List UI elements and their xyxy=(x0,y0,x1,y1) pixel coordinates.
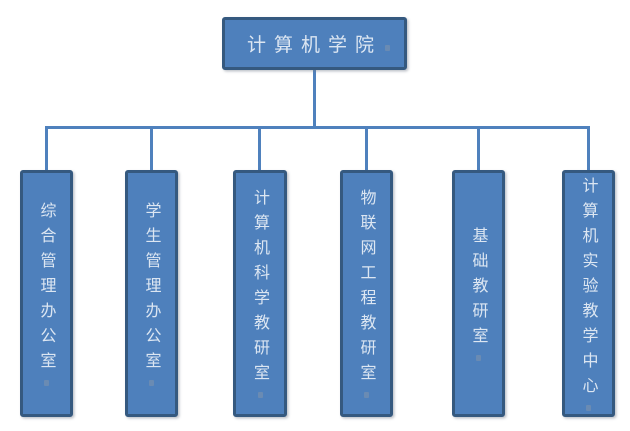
connector-drop-1 xyxy=(45,128,48,171)
anchor-mark-icon xyxy=(257,392,263,398)
anchor-mark-icon xyxy=(364,392,369,398)
org-node-label: 学生管理办公室 xyxy=(142,201,162,377)
connector-drop-3 xyxy=(258,128,261,171)
connector-drop-5 xyxy=(477,128,480,171)
connector-root-vertical xyxy=(313,69,316,129)
org-node-root[interactable]: 计算机学院 xyxy=(222,17,407,70)
anchor-mark-icon xyxy=(149,379,154,386)
org-node-computer-science-teaching-office[interactable]: 计算机科学教研室 xyxy=(233,170,287,417)
org-node-label: 基础教研室 xyxy=(469,226,489,352)
org-node-label: 计算机科学教研室 xyxy=(251,189,270,389)
org-node-label: 物联网工程教研室 xyxy=(357,189,377,389)
connector-drop-2 xyxy=(150,128,153,171)
org-node-label: 综合管理办公室 xyxy=(37,201,57,377)
connector-horizontal-bus xyxy=(45,126,590,129)
org-node-general-admin-office[interactable]: 综合管理办公室 xyxy=(20,170,73,417)
anchor-mark-icon xyxy=(385,44,390,51)
org-node-iot-engineering-teaching-office[interactable]: 物联网工程教研室 xyxy=(340,170,393,417)
org-node-root-label: 计算机学院 xyxy=(246,34,382,56)
connector-drop-4 xyxy=(365,128,368,171)
org-node-basic-teaching-office[interactable]: 基础教研室 xyxy=(452,170,505,417)
org-node-label: 计算机实验教学中心 xyxy=(579,176,599,402)
org-node-computer-lab-teaching-center[interactable]: 计算机实验教学中心 xyxy=(562,170,615,417)
org-node-student-admin-office[interactable]: 学生管理办公室 xyxy=(125,170,178,417)
anchor-mark-icon xyxy=(476,354,481,361)
anchor-mark-icon xyxy=(44,379,49,386)
connector-drop-6 xyxy=(587,128,590,171)
anchor-mark-icon xyxy=(586,404,591,411)
